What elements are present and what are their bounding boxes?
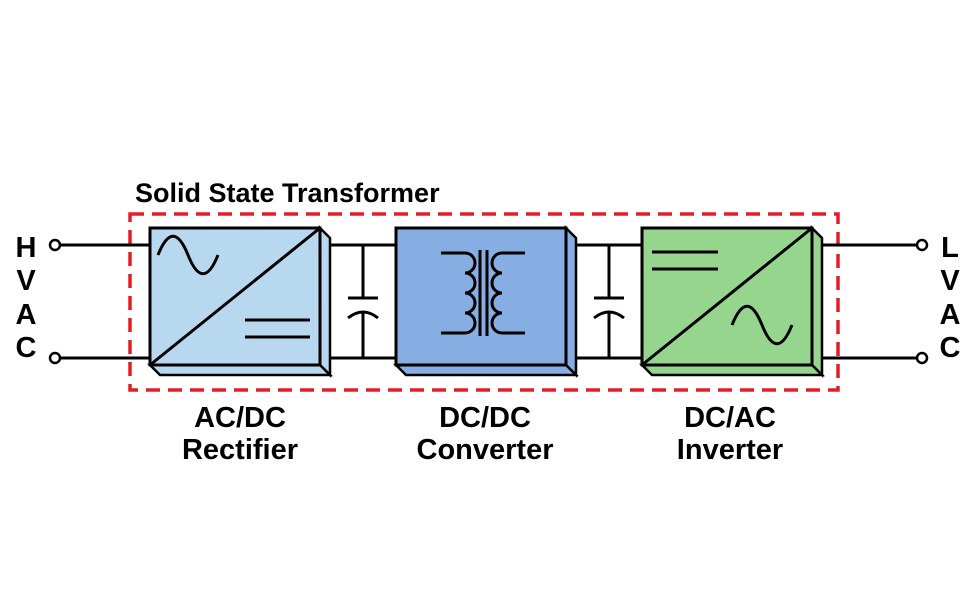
converter-label-line1: DC/DC [439,402,531,434]
input-letter-v: V [16,265,36,297]
input-letter-a: A [16,299,37,331]
dc-link-capacitor-1 [347,296,379,320]
dc-lines-icon [652,250,718,271]
input-letter-h: H [16,232,37,264]
inverter-label-line1: DC/AC [684,402,776,434]
input-letter-c: C [16,332,37,364]
inverter-block [638,224,826,379]
rectifier-label-line1: AC/DC [194,402,286,434]
dc-link-1 [330,243,396,360]
rectifier-block [146,224,334,379]
ac-sine-icon [730,304,794,346]
output-letter-v: V [940,265,960,297]
ac-sine-icon [156,234,220,276]
dc-link-capacitor-2 [593,296,625,320]
output-letter-a: A [940,299,961,331]
output-terminals [815,238,929,365]
diagram-title: Solid State Transformer [135,178,440,208]
output-letter-c: C [940,332,961,364]
rectifier-label-line2: Rectifier [182,434,298,466]
converter-label-line2: Converter [417,434,554,466]
dc-lines-icon [245,318,310,339]
dc-link-2 [575,243,642,360]
inverter-label-line2: Inverter [677,434,783,466]
sst-boundary [128,212,840,392]
transformer-icon [441,250,525,336]
input-terminals [48,238,150,365]
converter-block [392,224,580,379]
output-letter-l: L [941,232,959,264]
